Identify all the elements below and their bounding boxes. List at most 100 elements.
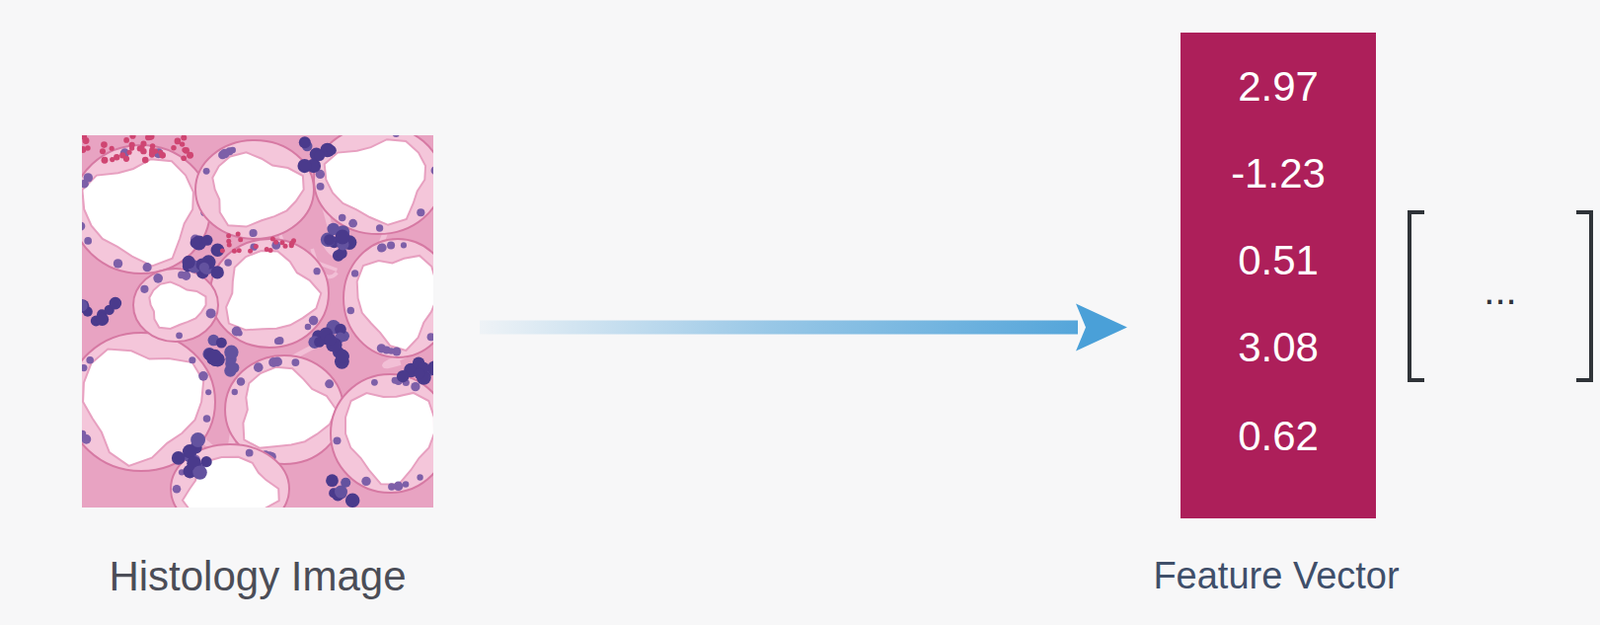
left-bracket xyxy=(1409,212,1425,381)
nucleus xyxy=(236,377,246,386)
stroma-fiber xyxy=(81,240,84,284)
nucleus xyxy=(326,145,337,155)
nucleus xyxy=(171,451,186,465)
nucleus xyxy=(175,331,183,339)
nucleus xyxy=(192,464,207,479)
red-cell xyxy=(101,156,109,164)
red-cell xyxy=(123,137,130,144)
red-cell xyxy=(140,141,147,148)
tubule-lumen xyxy=(182,457,280,508)
red-cell xyxy=(109,146,115,152)
tubule-lumen xyxy=(212,152,304,227)
red-cell xyxy=(149,152,155,158)
nucleus xyxy=(387,482,395,490)
flow-arrow xyxy=(479,304,1128,352)
nucleus xyxy=(313,150,325,161)
nucleus xyxy=(152,273,163,284)
nucleus xyxy=(347,306,355,314)
nucleus xyxy=(386,240,395,249)
nucleus xyxy=(323,333,336,346)
red-cell xyxy=(180,154,187,161)
red-cell xyxy=(226,232,231,238)
nucleus xyxy=(81,430,86,439)
nucleus xyxy=(201,456,213,467)
nucleus xyxy=(416,208,425,217)
red-cell xyxy=(99,148,106,154)
tubule-lumen xyxy=(357,255,434,351)
nucleus xyxy=(351,269,359,277)
red-cell xyxy=(100,141,108,149)
nucleus xyxy=(198,371,209,381)
image-node: Histology Image xyxy=(81,135,434,508)
arrow-shaft xyxy=(479,320,1078,335)
bracket-node: ... xyxy=(1406,209,1595,383)
nucleus xyxy=(113,258,123,268)
nucleus xyxy=(109,297,123,310)
red-cell xyxy=(220,247,226,253)
red-cell xyxy=(81,146,86,153)
nucleus xyxy=(224,258,232,267)
red-cell xyxy=(236,247,242,253)
tubule-lumen xyxy=(226,250,321,330)
nucleus xyxy=(312,267,320,275)
red-cell xyxy=(237,236,243,242)
red-cell xyxy=(170,145,176,151)
nucleus xyxy=(376,224,383,231)
nucleus xyxy=(427,332,434,341)
nucleus xyxy=(211,242,226,257)
histology-illustration xyxy=(81,135,434,508)
nucleus xyxy=(387,347,395,355)
nucleus xyxy=(371,379,379,386)
tubule-wall xyxy=(343,238,434,358)
nucleus xyxy=(377,243,386,253)
nucleus xyxy=(205,388,212,395)
red-cell xyxy=(270,235,276,241)
vector-value: 0.62 xyxy=(1237,412,1319,460)
nucleus xyxy=(402,480,409,487)
right-bracket xyxy=(1576,212,1592,381)
nucleus xyxy=(190,237,202,249)
red-cell xyxy=(81,137,89,145)
nucleus xyxy=(206,307,217,318)
red-cell xyxy=(182,147,190,154)
vector-value: -1.23 xyxy=(1230,150,1326,198)
nucleus xyxy=(410,381,420,391)
nucleus xyxy=(81,299,89,313)
nucleus xyxy=(297,158,311,173)
nucleus xyxy=(320,232,336,248)
red-cell xyxy=(119,152,126,158)
nucleus xyxy=(95,312,109,326)
tubule-lumen xyxy=(81,158,193,266)
nucleus xyxy=(274,337,282,345)
red-cell xyxy=(253,243,259,249)
nucleus xyxy=(188,356,196,364)
nucleus xyxy=(140,285,149,294)
red-cell xyxy=(231,248,237,254)
nucleus xyxy=(299,136,311,149)
nucleus xyxy=(81,221,85,230)
nucleus xyxy=(181,271,191,281)
nucleus xyxy=(224,345,238,360)
nucleus xyxy=(220,149,230,159)
red-cell xyxy=(157,150,163,155)
feature-vector-box: 2.97-1.230.513.080.62Feature Vector xyxy=(1180,32,1376,519)
tubule-wall xyxy=(133,268,219,342)
vector-value: 3.08 xyxy=(1237,323,1319,372)
nucleus xyxy=(308,315,319,326)
vector-label: Feature Vector xyxy=(1152,554,1399,599)
tubule-wall xyxy=(195,140,314,239)
vector-value: 0.51 xyxy=(1237,236,1319,285)
nucleus xyxy=(348,219,358,229)
red-cell xyxy=(129,135,136,140)
nucleus xyxy=(345,493,360,508)
tubule-wall xyxy=(313,135,434,234)
nucleus xyxy=(182,255,196,269)
red-cell xyxy=(127,150,133,155)
red-cell xyxy=(147,135,154,141)
nucleus xyxy=(249,228,258,237)
tubule-lumen xyxy=(324,139,426,226)
nucleus xyxy=(333,436,342,445)
nucleus xyxy=(209,349,223,363)
tubule-wall xyxy=(170,444,290,508)
red-cell xyxy=(247,248,253,254)
